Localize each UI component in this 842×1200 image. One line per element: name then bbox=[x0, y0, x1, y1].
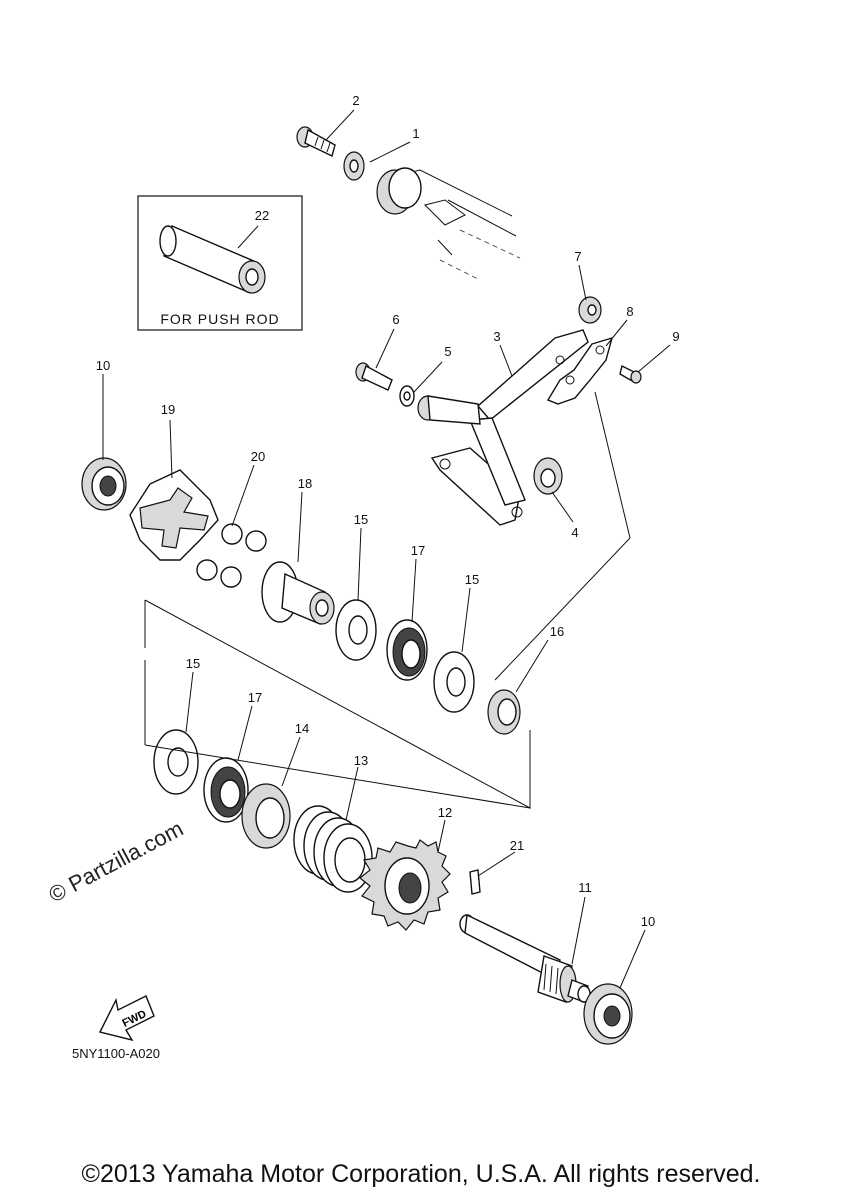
collar-part-18[interactable] bbox=[261, 561, 335, 625]
callout-10-left: 10 bbox=[96, 358, 110, 373]
screw-part-9[interactable] bbox=[619, 364, 642, 384]
bolt-part-6[interactable] bbox=[355, 362, 393, 391]
callout-labels: 2 1 22 3 4 5 6 7 8 9 10 19 20 18 15 17 1… bbox=[96, 93, 680, 929]
callout-19: 19 bbox=[161, 402, 175, 417]
washer-part-5[interactable] bbox=[399, 385, 415, 407]
copyright-notice: ©2013 Yamaha Motor Corporation, U.S.A. A… bbox=[81, 1160, 761, 1188]
callout-10-right: 10 bbox=[641, 914, 655, 929]
callout-15-a: 15 bbox=[354, 512, 368, 527]
bracket-part-8[interactable] bbox=[546, 336, 614, 405]
collar-part-7[interactable] bbox=[578, 296, 602, 324]
washer-part-1[interactable] bbox=[343, 151, 365, 181]
fwd-arrow-icon: FWD bbox=[98, 995, 155, 1042]
diagram-code: 5NY1100-A020 bbox=[72, 1046, 160, 1061]
inset-label: FOR PUSH ROD bbox=[160, 311, 279, 327]
callout-8: 8 bbox=[626, 304, 633, 319]
callout-2: 2 bbox=[352, 93, 359, 108]
push-rod-inset: FOR PUSH ROD bbox=[137, 195, 303, 331]
bearing-part-10-right[interactable] bbox=[583, 983, 633, 1045]
leader-lines bbox=[102, 109, 671, 989]
callout-9: 9 bbox=[672, 329, 679, 344]
callout-17-b: 17 bbox=[248, 690, 262, 705]
callout-7: 7 bbox=[574, 249, 581, 264]
washer-part-15-c[interactable] bbox=[153, 729, 199, 795]
bolt-part-2[interactable] bbox=[296, 126, 336, 157]
washer-part-15-a[interactable] bbox=[335, 599, 377, 661]
needle-bearing-part-17-a[interactable] bbox=[386, 619, 428, 681]
collar-part-4[interactable] bbox=[533, 457, 563, 495]
callout-22: 22 bbox=[255, 208, 269, 223]
callout-13: 13 bbox=[354, 753, 368, 768]
callout-1: 1 bbox=[412, 126, 419, 141]
callout-15-c: 15 bbox=[186, 656, 200, 671]
cam-part-19[interactable] bbox=[129, 469, 219, 561]
callout-3: 3 bbox=[493, 329, 500, 344]
washer-part-15-b[interactable] bbox=[433, 651, 475, 713]
callout-20: 20 bbox=[251, 449, 265, 464]
shaft-part-11[interactable] bbox=[459, 913, 591, 1003]
pin-part-21[interactable] bbox=[469, 869, 481, 895]
lever-part-3[interactable] bbox=[417, 329, 589, 526]
collar-part-14[interactable] bbox=[241, 783, 291, 849]
collar-part-22[interactable] bbox=[159, 225, 266, 294]
callout-4: 4 bbox=[571, 525, 578, 540]
collar-part-16[interactable] bbox=[487, 689, 521, 735]
callout-6: 6 bbox=[392, 312, 399, 327]
gear-part-12[interactable] bbox=[359, 839, 451, 931]
callout-15-b: 15 bbox=[465, 572, 479, 587]
reference-cylinder-outline bbox=[376, 167, 521, 281]
callout-5: 5 bbox=[444, 344, 451, 359]
callout-14: 14 bbox=[295, 721, 309, 736]
callout-16: 16 bbox=[550, 624, 564, 639]
callout-18: 18 bbox=[298, 476, 312, 491]
callout-17-a: 17 bbox=[411, 543, 425, 558]
callout-12: 12 bbox=[438, 805, 452, 820]
callout-21: 21 bbox=[510, 838, 524, 853]
needle-bearing-part-17-b[interactable] bbox=[203, 757, 249, 823]
watermark: © Partzilla.com bbox=[45, 816, 188, 908]
callout-11: 11 bbox=[578, 880, 592, 895]
bearing-part-10-left[interactable] bbox=[81, 457, 127, 511]
spring-part-13[interactable] bbox=[293, 805, 373, 893]
balls-part-20[interactable] bbox=[196, 523, 267, 588]
assembly-guide-lines bbox=[144, 391, 631, 809]
